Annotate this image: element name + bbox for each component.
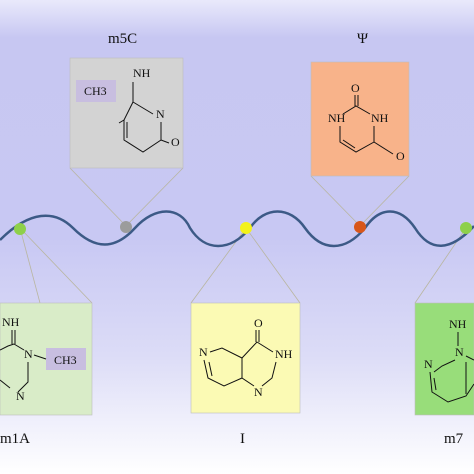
rna-strand (0, 210, 474, 248)
label-m5c: m5C (108, 31, 138, 47)
m1a-n-bottom: N (16, 389, 25, 403)
m5c-structure: CH3 NH N O (69, 57, 184, 169)
i-structure: O NH N N (190, 302, 301, 414)
m1a-structure: CH3 NH N N (0, 302, 93, 416)
i-box (190, 302, 301, 414)
psi-nh-left: NH (328, 111, 346, 125)
psi-o-bottom: O (396, 149, 405, 163)
psi-box (310, 61, 410, 177)
i-nh: NH (275, 347, 293, 361)
label-m7g: m7 (444, 431, 464, 447)
label-psi: Ψ (357, 31, 369, 47)
dot-m5c (120, 221, 132, 233)
i-n-left: N (199, 345, 208, 359)
m1a-nh: NH (2, 315, 20, 329)
ch3-tag-m1a (46, 348, 86, 370)
m5c-box (69, 57, 184, 169)
psi-nh-right: NH (371, 111, 389, 125)
m7g-n-left: N (424, 357, 433, 371)
m1a-n-right: N (24, 347, 33, 361)
m5c-ch3: CH3 (84, 84, 107, 98)
m7g-structure: NH N N (414, 302, 474, 416)
dot-i (240, 222, 252, 234)
m7g-n-top: N (455, 345, 464, 359)
ch3-tag-m5c (76, 80, 116, 102)
psi-structure: O NH NH O (310, 61, 410, 177)
i-n-bottom: N (254, 385, 263, 399)
m1a-ch3: CH3 (54, 353, 77, 367)
m5c-o: O (171, 135, 180, 149)
m5c-n: N (156, 107, 165, 121)
i-o: O (254, 316, 263, 330)
label-i: I (240, 431, 245, 447)
dot-m1a (14, 223, 26, 235)
m7g-nh: NH (449, 317, 467, 331)
dot-psi (354, 221, 366, 233)
m5c-nh: NH (133, 66, 151, 80)
label-m1a: m1A (0, 431, 30, 447)
psi-o-top: O (351, 81, 360, 95)
dot-m7g (460, 222, 472, 234)
